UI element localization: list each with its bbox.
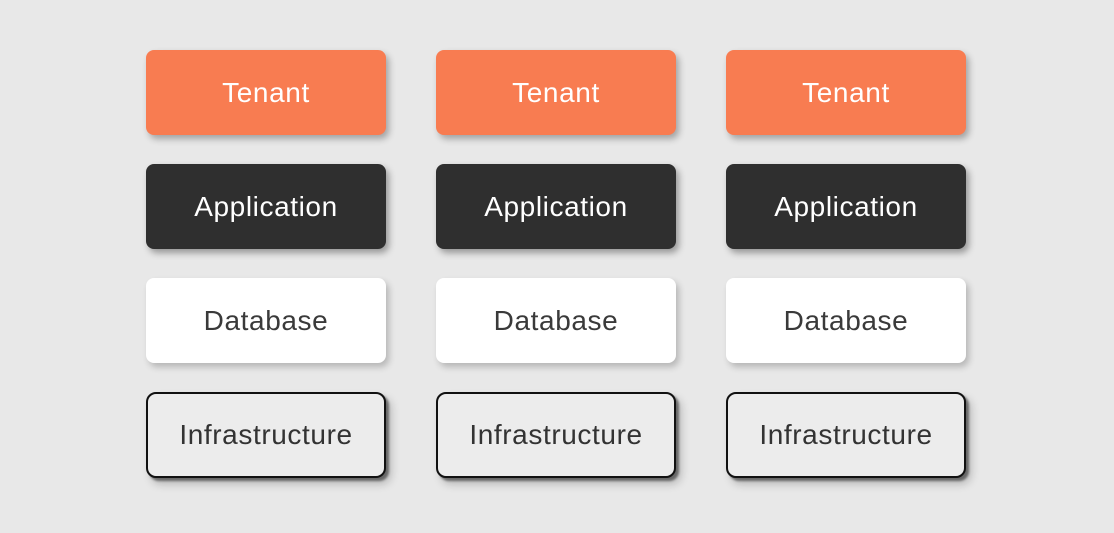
tenant-label: Tenant (222, 76, 310, 108)
tenant-box: Tenant (726, 50, 966, 135)
application-label: Application (484, 190, 628, 222)
tenant-box: Tenant (436, 50, 676, 135)
infrastructure-label: Infrastructure (759, 419, 933, 450)
database-box: Database (436, 278, 676, 363)
tenant-stack-column: Tenant Application Database Infrastructu… (146, 50, 386, 478)
database-label: Database (203, 304, 329, 336)
database-box: Database (146, 278, 386, 363)
tenant-box: Tenant (146, 50, 386, 135)
database-label: Database (493, 304, 619, 336)
application-box: Application (436, 164, 676, 249)
tenant-stack-column: Tenant Application Database Infrastructu… (726, 50, 966, 478)
tenant-label: Tenant (512, 76, 600, 108)
infrastructure-label: Infrastructure (469, 419, 643, 450)
application-label: Application (194, 190, 338, 222)
infrastructure-box: Infrastructure (436, 392, 676, 478)
database-label: Database (783, 304, 909, 336)
infrastructure-box: Infrastructure (726, 392, 966, 478)
application-label: Application (774, 190, 918, 222)
database-box: Database (726, 278, 966, 363)
application-box: Application (146, 164, 386, 249)
infrastructure-box: Infrastructure (146, 392, 386, 478)
tenant-label: Tenant (802, 76, 890, 108)
tenant-stack-column: Tenant Application Database Infrastructu… (436, 50, 676, 478)
application-box: Application (726, 164, 966, 249)
infrastructure-label: Infrastructure (179, 419, 353, 450)
